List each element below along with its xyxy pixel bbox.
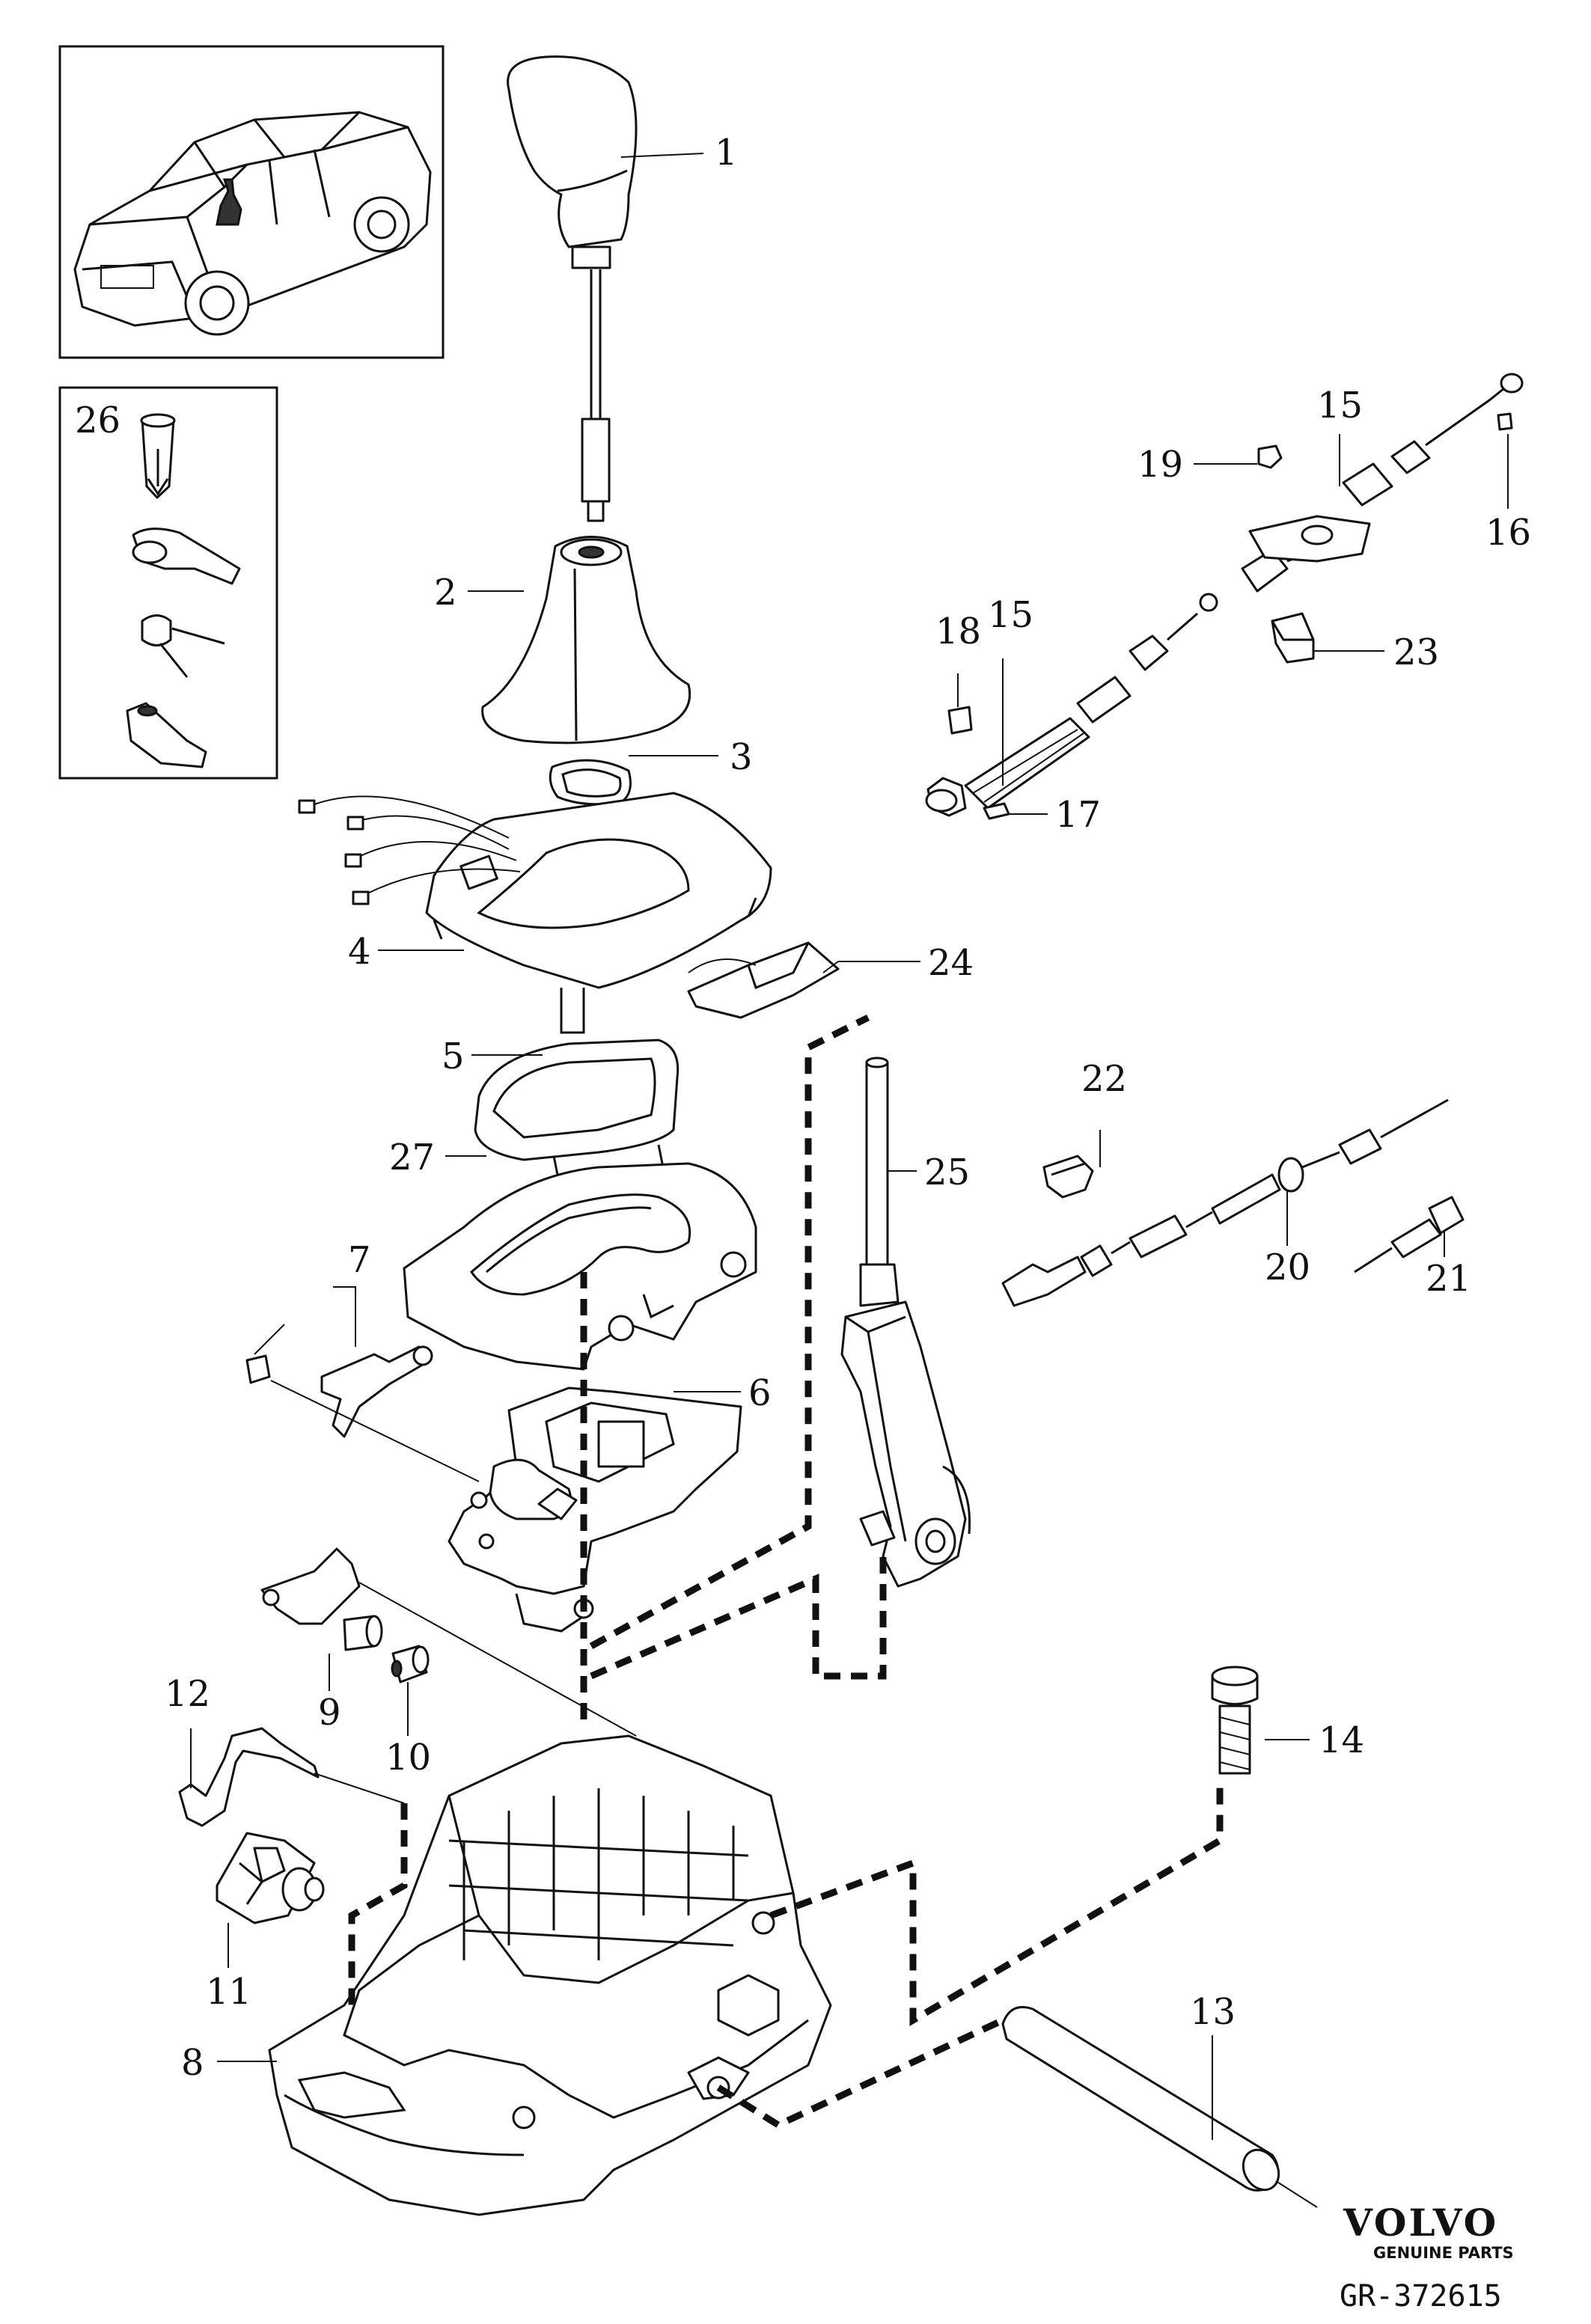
part-13-rod: [1001, 2006, 1318, 2208]
part-19-nut: [1257, 444, 1283, 469]
callout-9: 9: [318, 1692, 341, 1734]
part-24-connector: [687, 941, 840, 1019]
callout-22: 22: [1081, 1058, 1127, 1100]
part-7-lever: [245, 1324, 480, 1482]
part-1-gear-knob: [507, 55, 638, 522]
callout-15-lower: 15: [988, 594, 1033, 636]
part-3-seal-ring: [549, 759, 632, 806]
callout-27: 27: [389, 1137, 435, 1178]
vehicle-inset: [58, 45, 445, 359]
callout-3: 3: [730, 736, 753, 778]
callout-20: 20: [1265, 1247, 1310, 1288]
callout-24: 24: [928, 942, 974, 984]
callout-11: 11: [206, 1971, 251, 2013]
part-16-clip: [1497, 412, 1513, 431]
brand-block: VOLVO GENUINE PARTS GR-372615: [1340, 2201, 1514, 2314]
callout-10: 10: [385, 1737, 431, 1779]
callout-17: 17: [1055, 794, 1101, 836]
part-14-bolt: [1211, 1666, 1259, 1775]
callout-4: 4: [348, 931, 371, 973]
callout-2: 2: [434, 572, 457, 614]
part-27-shift-gate: [403, 1162, 757, 1371]
callout-7: 7: [348, 1239, 371, 1281]
callout-18: 18: [935, 611, 981, 652]
callout-8: 8: [181, 2042, 204, 2084]
detail-inset-26: [58, 386, 278, 780]
callouts: 1 2 3 4 5 6 7 8 9 10 12 11 13 14 15 15 1…: [75, 132, 1531, 2084]
brand-logo: VOLVO: [1343, 2201, 1498, 2245]
part-23-bracket: [1271, 612, 1315, 664]
part-12-bracket: [178, 1727, 405, 1827]
part-2-gear-boot: [481, 536, 691, 744]
part-8-base-housing: [268, 1734, 832, 2216]
reference-code: GR-372615: [1340, 2279, 1502, 2314]
part-11-switch: [216, 1832, 325, 1924]
part-15-shift-cable: [925, 373, 1524, 817]
part-20-lock-cable: [1001, 1098, 1449, 1307]
callout-16: 16: [1485, 512, 1531, 554]
part-18-clip: [947, 706, 973, 735]
part-22-clip: [1042, 1155, 1094, 1199]
callout-15-upper: 15: [1317, 385, 1363, 426]
callout-5: 5: [442, 1036, 465, 1077]
part-4-selector-cover: [298, 792, 772, 1034]
gear-shifter-highlight: [216, 178, 242, 226]
leader-lines: [190, 153, 1509, 2140]
callout-14: 14: [1319, 1719, 1364, 1761]
callout-21: 21: [1426, 1258, 1471, 1300]
part-25-linkage: [840, 1056, 971, 1588]
callout-19: 19: [1137, 444, 1183, 486]
dash-linkage: [589, 1014, 870, 1649]
callout-25: 25: [924, 1152, 970, 1193]
dash-linkage-lower: [590, 1556, 887, 1680]
part-21-pin: [1354, 1196, 1465, 1273]
callout-1: 1: [715, 132, 738, 174]
part-6-housing: [448, 1386, 742, 1633]
dash-bracket: [348, 1803, 408, 2005]
part-5-gate-frame: [474, 1039, 680, 1175]
shifter-assembly: 1 2 3 4 5 6 7 8 9 10 12 11 13 14 15 15 1…: [75, 55, 1531, 2216]
callout-23: 23: [1393, 632, 1439, 673]
dash-bolt: [769, 1781, 1224, 2026]
vehicle-illustration: [73, 111, 432, 336]
part-10-bushing: [391, 1645, 430, 1684]
part-9-actuator: [260, 1547, 637, 1737]
callout-26: 26: [75, 400, 120, 441]
brand-tagline: GENUINE PARTS: [1373, 2244, 1514, 2262]
callout-12: 12: [165, 1673, 210, 1715]
callout-13: 13: [1190, 1991, 1236, 2033]
callout-6: 6: [748, 1372, 772, 1414]
